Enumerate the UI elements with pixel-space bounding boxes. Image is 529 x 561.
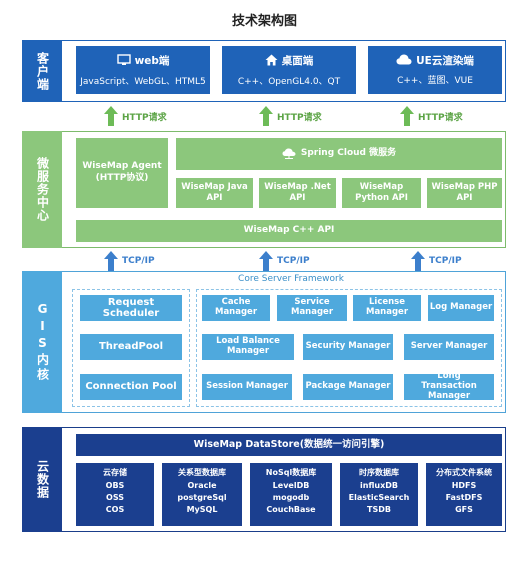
log-manager-box: Log Manager <box>428 295 494 321</box>
connection-pool-box: Connection Pool <box>80 374 182 400</box>
server-manager-box: Server Manager <box>404 334 494 360</box>
relational-db-item: postgreSql <box>177 493 227 502</box>
tcp-label-2: TCP/IP <box>277 256 310 266</box>
http-arrow-3: HTTP请求 <box>400 106 463 126</box>
threadpool-box: ThreadPool <box>80 334 182 360</box>
tcp-arrow-2: TCP/IP <box>259 251 310 271</box>
home-icon <box>265 54 278 69</box>
nosql-db-item: LevelDB <box>272 481 310 490</box>
client-desktop-name: 桌面端 <box>281 55 314 67</box>
client-desktop-desc: C++、OpenGL4.0、QT <box>237 76 341 87</box>
gis-kernel-label: GIS内核 <box>22 271 62 413</box>
tcp-arrow-3: TCP/IP <box>411 251 462 271</box>
license-manager-box: License Manager <box>353 295 421 321</box>
nosql-db-item: CouchBase <box>266 505 316 514</box>
timeseries-db-item: TSDB <box>367 505 391 514</box>
timeseries-db-head: 时序数据库 <box>359 468 399 477</box>
session-manager-box: Session Manager <box>202 374 292 400</box>
service-manager-box: Service Manager <box>277 295 347 321</box>
tcp-label-3: TCP/IP <box>429 256 462 266</box>
cloud-network-icon <box>282 148 296 159</box>
diagram-title: 技术架构图 <box>231 14 297 29</box>
package-manager-box: Package Manager <box>303 374 393 400</box>
client-web-box: web端 JavaScript、WebGL、HTML5 <box>76 46 210 94</box>
load-balance-manager-box: Load Balance Manager <box>202 334 294 360</box>
core-server-framework-title: Core Server Framework <box>238 274 344 284</box>
distributed-fs-box: 分布式文件系统 HDFS FastDFS GFS <box>426 463 502 526</box>
http-label-2: HTTP请求 <box>277 112 322 123</box>
wisemap-agent-box: WiseMap Agent (HTTP协议) <box>76 138 168 208</box>
client-ue-box: UE云渲染端 C++、蓝图、VUE <box>368 46 502 94</box>
cloud-storage-item: OBS <box>105 481 125 490</box>
client-ue-desc: C++、蓝图、VUE <box>397 76 473 86</box>
net-api-box: WiseMap .Net API <box>259 178 336 208</box>
client-layer-label: 客户端 <box>22 40 62 102</box>
relational-db-head: 关系型数据库 <box>178 468 226 477</box>
timeseries-db-box: 时序数据库 influxDB ElasticSearch TSDB <box>340 463 418 526</box>
spring-cloud-label: Spring Cloud 微服务 <box>300 148 397 159</box>
client-ue-name: UE云渲染端 <box>416 55 474 67</box>
arrow-up-icon <box>104 251 118 271</box>
distributed-fs-item: FastDFS <box>445 493 483 502</box>
http-arrow-1: HTTP请求 <box>104 106 167 126</box>
micro-service-label: 微服务中心 <box>22 131 62 248</box>
nosql-db-box: NoSql数据库 LevelDB mogodb CouchBase <box>250 463 332 526</box>
long-transaction-manager-box: Long Transaction Manager <box>404 371 494 401</box>
arrow-up-icon <box>400 106 414 126</box>
datastore-box: WiseMap DataStore(数据统一访问引擎) <box>76 434 502 456</box>
cache-manager-box: Cache Manager <box>202 295 270 321</box>
http-label-3: HTTP请求 <box>418 112 463 123</box>
relational-db-item: Oracle <box>187 481 217 490</box>
arrow-up-icon <box>259 251 273 271</box>
arrow-up-icon <box>411 251 425 271</box>
timeseries-db-item: ElasticSearch <box>348 493 410 502</box>
spring-cloud-box: Spring Cloud 微服务 <box>176 138 502 170</box>
distributed-fs-item: HDFS <box>451 481 477 490</box>
distributed-fs-item: GFS <box>455 505 473 514</box>
php-api-box: WiseMap PHP API <box>427 178 502 208</box>
relational-db-item: MySQL <box>186 505 218 514</box>
client-desktop-box: 桌面端 C++、OpenGL4.0、QT <box>222 46 356 94</box>
arrow-up-icon <box>104 106 118 126</box>
cloud-icon <box>396 54 412 68</box>
cloud-storage-head: 云存储 <box>103 468 127 477</box>
cloud-storage-item: OSS <box>106 493 124 502</box>
http-label-1: HTTP请求 <box>122 112 167 123</box>
tcp-arrow-1: TCP/IP <box>104 251 155 271</box>
java-api-box: WiseMap Java API <box>176 178 253 208</box>
cloud-storage-box: 云存储 OBS OSS COS <box>76 463 154 526</box>
nosql-db-item: mogodb <box>272 493 310 502</box>
monitor-icon <box>116 53 131 69</box>
client-web-desc: JavaScript、WebGL、HTML5 <box>80 76 206 87</box>
client-web-name: web端 <box>134 55 170 67</box>
distributed-fs-head: 分布式文件系统 <box>436 468 492 477</box>
relational-db-box: 关系型数据库 Oracle postgreSql MySQL <box>162 463 242 526</box>
cloud-data-label: 云数据 <box>22 427 62 532</box>
cpp-api-box: WiseMap C++ API <box>76 220 502 242</box>
timeseries-db-item: influxDB <box>360 481 398 490</box>
request-scheduler-box: Request Scheduler <box>80 295 182 321</box>
arrow-up-icon <box>259 106 273 126</box>
tcp-label-1: TCP/IP <box>122 256 155 266</box>
cloud-storage-item: COS <box>105 505 125 514</box>
security-manager-box: Security Manager <box>303 334 393 360</box>
python-api-box: WiseMap Python API <box>342 178 421 208</box>
http-arrow-2: HTTP请求 <box>259 106 322 126</box>
nosql-db-head: NoSql数据库 <box>265 468 317 477</box>
